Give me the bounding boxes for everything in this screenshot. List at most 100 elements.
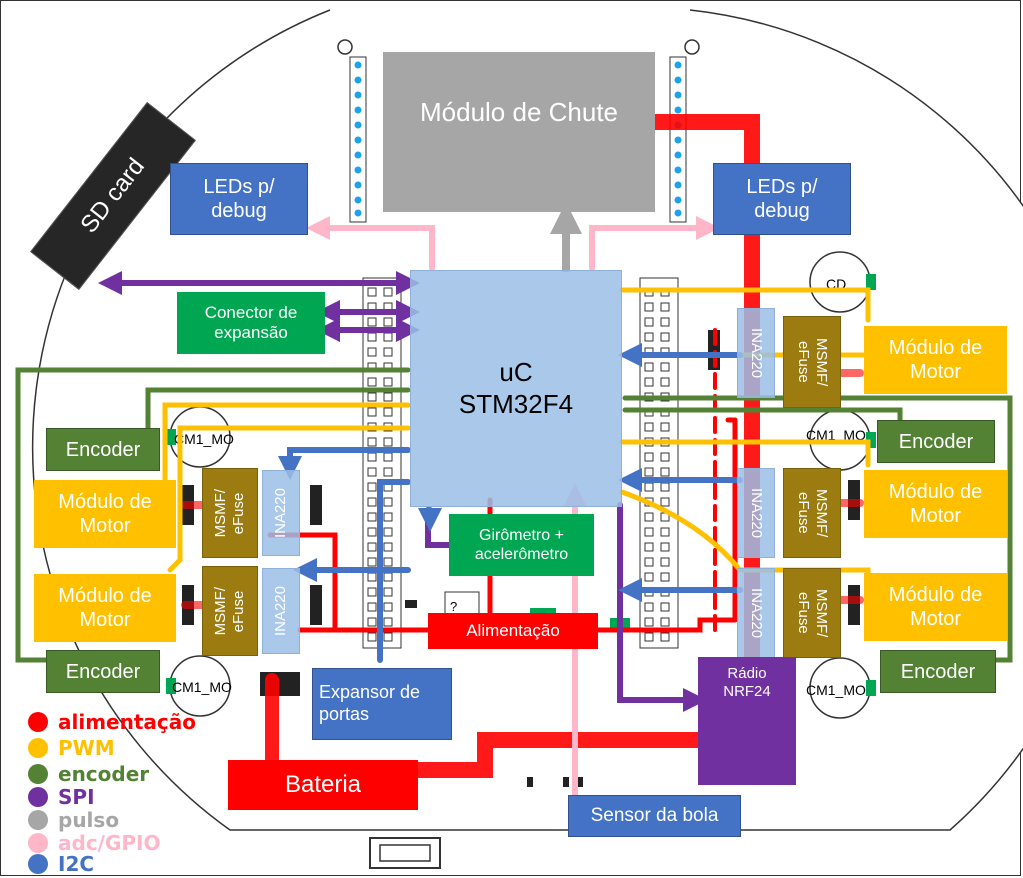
girometro-label: Girômetro + acelerômetro <box>474 526 569 563</box>
encoder-bottom-left-label: Encoder <box>65 660 141 683</box>
legend-label-i2c: I2C <box>58 852 95 876</box>
header-pin <box>644 332 654 342</box>
header-pin <box>383 347 393 357</box>
legend-item-i2c: I2C <box>28 852 94 876</box>
legend-item-encoder: encoder <box>28 762 149 786</box>
bateria-block: Bateria <box>228 760 418 810</box>
header-pin <box>367 437 377 447</box>
header-pin <box>367 512 377 522</box>
motor-module-left-2: Módulo de Motor <box>34 574 176 642</box>
motor-module-right-3-label: Módulo de Motor <box>888 584 983 630</box>
encoder-top-right-label: Encoder <box>898 430 974 453</box>
header-pin <box>660 452 670 462</box>
header-pin <box>383 452 393 462</box>
header-pin <box>367 377 377 387</box>
legend-label-encoder: encoder <box>58 762 150 786</box>
header-pin <box>383 437 393 447</box>
header-pin <box>383 572 393 582</box>
legend-swatch-adc-gpio <box>28 833 48 853</box>
header-pin <box>660 557 670 567</box>
header-pin <box>383 557 393 567</box>
header-pin <box>383 632 393 642</box>
ina220-right-1: INA220 <box>737 308 775 398</box>
header-pin <box>367 407 377 417</box>
legend-swatch-i2c <box>28 854 48 874</box>
legend-item-adc-gpio: adc/GPIO <box>28 831 161 855</box>
ina220-left-1: INA220 <box>262 470 300 556</box>
header-pin <box>367 347 377 357</box>
sensor-bola-label: Sensor da bola <box>590 804 719 826</box>
legend-item-pwm: PWM <box>28 736 115 760</box>
header-pin <box>383 617 393 627</box>
header-pin <box>383 587 393 597</box>
alimentacao-label: Alimentação <box>466 620 560 640</box>
motor-module-left-2-label: Módulo de Motor <box>58 585 152 631</box>
legend-label-alimentacao: alimentação <box>58 710 196 734</box>
header-pin <box>367 287 377 297</box>
motor-module-left-1-label: Módulo de Motor <box>58 491 152 537</box>
msmf-efuse-left-1: MSMF/ eFuse <box>202 468 258 558</box>
motor-module-right-1: Módulo de Motor <box>864 326 1007 394</box>
header-pin <box>660 542 670 552</box>
encoder-bottom-left-block: Encoder <box>46 650 160 693</box>
header-pin <box>660 317 670 327</box>
legend-swatch-pulso <box>28 810 48 830</box>
legend-swatch-spi <box>28 787 48 807</box>
legend-item-pulso: pulso <box>28 808 119 832</box>
ina220-left-2-label: INA220 <box>272 585 289 637</box>
msmf-efuse-right-3-label: MSMF/ eFuse <box>795 588 830 638</box>
header-pin <box>383 602 393 612</box>
header-pin <box>367 392 377 402</box>
header-pin <box>660 497 670 507</box>
header-pin <box>367 527 377 537</box>
ina220-right-2: INA220 <box>737 468 775 558</box>
header-pin <box>644 527 654 537</box>
header-pin <box>644 452 654 462</box>
header-pin <box>644 302 654 312</box>
header-pin <box>644 572 654 582</box>
ina220-left-1-label: INA220 <box>272 487 289 539</box>
girometro-block: Girômetro + acelerômetro <box>449 514 594 576</box>
header-pin <box>644 512 654 522</box>
motor-module-right-2: Módulo de Motor <box>864 470 1007 538</box>
silkscreen-cm1-mo-4: CM1_MO <box>172 679 232 695</box>
motor-module-right-1-label: Módulo de Motor <box>888 337 983 383</box>
encoder-top-left-block: Encoder <box>46 428 160 471</box>
legend-swatch-alimentacao <box>28 712 48 732</box>
msmf-efuse-left-1-label: MSMF/ eFuse <box>212 488 247 538</box>
header-pin <box>644 482 654 492</box>
msmf-efuse-right-1-label: MSMF/ eFuse <box>795 337 830 387</box>
header-pin <box>660 527 670 537</box>
header-pin <box>660 332 670 342</box>
header-pin <box>383 392 393 402</box>
legend-label-pulso: pulso <box>58 808 120 832</box>
header-pin <box>660 572 670 582</box>
header-pin <box>367 617 377 627</box>
led-strip-right <box>669 56 687 223</box>
ina220-right-3: INA220 <box>737 568 775 658</box>
header-pin <box>644 617 654 627</box>
expansor-portas-block: Expansor de portas <box>312 668 452 740</box>
bateria-label: Bateria <box>284 770 362 798</box>
ina220-right-2-label: INA220 <box>748 487 765 539</box>
header-pin <box>644 632 654 642</box>
encoder-top-right-block: Encoder <box>877 420 995 463</box>
header-pin <box>383 542 393 552</box>
header-pin <box>660 482 670 492</box>
header-pin <box>383 467 393 477</box>
header-pin <box>660 632 670 642</box>
header-pin <box>660 302 670 312</box>
motor-footprints <box>169 251 871 719</box>
spi-lines <box>98 271 707 712</box>
header-pin <box>383 317 393 327</box>
legend-label-adc-gpio: adc/GPIO <box>58 831 161 855</box>
header-pin <box>367 602 377 612</box>
svg-text:?: ? <box>450 599 457 614</box>
header-pin <box>660 467 670 477</box>
modulo-chute-block: Módulo de Chute <box>383 52 655 212</box>
header-pin <box>660 377 670 387</box>
header-pin <box>644 557 654 567</box>
header-pin <box>367 497 377 507</box>
ina220-right-1-label: INA220 <box>748 327 765 379</box>
uc-stm32f4-block: uC STM32F4 <box>410 270 622 507</box>
